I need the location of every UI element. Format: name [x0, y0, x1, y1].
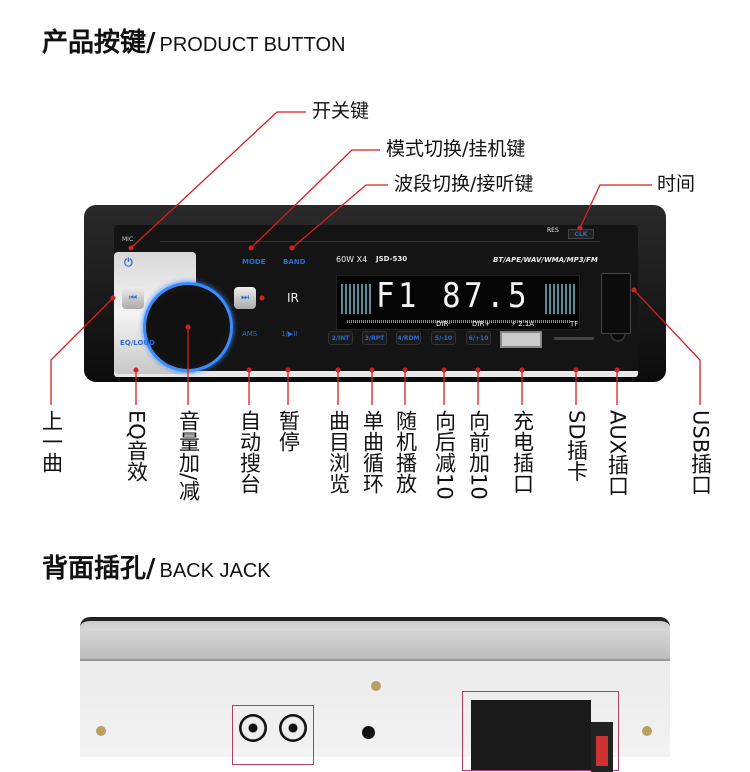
fuse-holder — [591, 722, 613, 772]
ams-button[interactable]: AMS — [242, 330, 258, 338]
back-heading-en: BACK JACK — [159, 560, 271, 582]
screw-icon — [96, 726, 106, 736]
heading-cn: 产品按键/ — [42, 28, 156, 58]
screw-icon — [371, 681, 381, 691]
iso-connector[interactable] — [471, 700, 591, 770]
mode-button[interactable]: MODE — [242, 258, 266, 266]
mic-label: MIC — [122, 236, 134, 243]
button-4-rdm[interactable]: 4/RDM — [396, 331, 421, 345]
screw-icon — [642, 726, 652, 736]
level-meter — [347, 320, 571, 323]
chassis-top-rail — [80, 631, 670, 661]
product-button-heading: 产品按键/ PRODUCT BUTTON — [42, 22, 345, 59]
usb-charge-label: ⚡ 2.1A — [511, 320, 535, 328]
fuse — [596, 736, 608, 766]
frequency-readout: F1 87.5 — [376, 276, 531, 316]
tf-card-slot[interactable] — [554, 337, 594, 340]
prev-track-button[interactable]: ⏮ — [122, 287, 144, 309]
label-browse: 曲目浏览 — [326, 410, 351, 494]
rear-metal-chassis — [80, 617, 670, 772]
label-charge-port: 充电插口 — [510, 410, 535, 494]
back-jack-heading: 背面插孔/ BACK JACK — [42, 548, 271, 585]
tf-label: TF — [570, 320, 579, 328]
label-repeat: 单曲循环 — [360, 410, 385, 494]
callout-power: 开关键 — [312, 100, 370, 122]
band-button[interactable]: BAND — [283, 258, 306, 266]
button-5-minus10[interactable]: 5/-10 — [431, 331, 456, 345]
button-2-int[interactable]: 2/INT — [328, 331, 353, 345]
button-6-plus10[interactable]: 6/+10 — [466, 331, 491, 345]
ir-receiver: IR — [287, 291, 299, 305]
next-track-button[interactable]: ⏭ — [234, 287, 256, 309]
rca-jack-right[interactable] — [279, 714, 307, 742]
cd-slot — [160, 228, 600, 242]
iso-connector-box — [462, 691, 619, 772]
heading-en: PRODUCT BUTTON — [159, 34, 346, 56]
label-random: 随机播放 — [393, 410, 418, 494]
label-auto-search: 自动搜台 — [237, 410, 262, 494]
rca-jack-left[interactable] — [239, 714, 267, 742]
usb-charge-port[interactable] — [500, 331, 542, 348]
eq-bars-left — [341, 284, 371, 314]
usb-port-cover[interactable] — [601, 273, 631, 334]
eq-loud-button[interactable]: EQ/LOUD — [120, 339, 155, 347]
callout-clock: 时间 — [657, 173, 696, 195]
label-sd-card: SD插卡 — [564, 410, 589, 482]
eq-bars-right — [545, 284, 575, 314]
lcd-display — [336, 275, 580, 330]
label-eq: EQ音效 — [124, 410, 149, 482]
label-pause: 暂停 — [276, 410, 301, 452]
callout-band: 波段切换/接听键 — [394, 173, 534, 195]
formats-label: BT/APE/WAV/WMA/MP3/FM — [493, 256, 598, 264]
pause-button[interactable]: 1/▶II — [281, 330, 298, 338]
antenna-hole — [362, 726, 375, 739]
button-3-rpt[interactable]: 3/RPT — [362, 331, 387, 345]
power-spec: 60W X4 — [336, 255, 368, 264]
dir-plus-label: DIR+ — [472, 320, 491, 328]
label-usb: USB插口 — [688, 410, 713, 496]
label-plus10: 向前加10 — [466, 410, 491, 500]
back-heading-cn: 背面插孔/ — [42, 554, 156, 584]
res-label: RES — [547, 227, 559, 234]
label-prev-track: 上一曲 — [39, 410, 64, 473]
model-number: JSD-530 — [376, 255, 408, 263]
power-button[interactable]: ⏻ — [124, 256, 133, 269]
label-minus10: 向后减10 — [432, 410, 457, 500]
rca-output-box — [232, 705, 314, 765]
dir-minus-label: DIR- — [436, 320, 451, 328]
label-volume: 音量加/减 — [176, 410, 201, 502]
label-aux: AUX插口 — [605, 410, 630, 497]
callout-mode: 模式切换/挂机键 — [386, 138, 526, 160]
leader-lines — [50, 111, 701, 405]
